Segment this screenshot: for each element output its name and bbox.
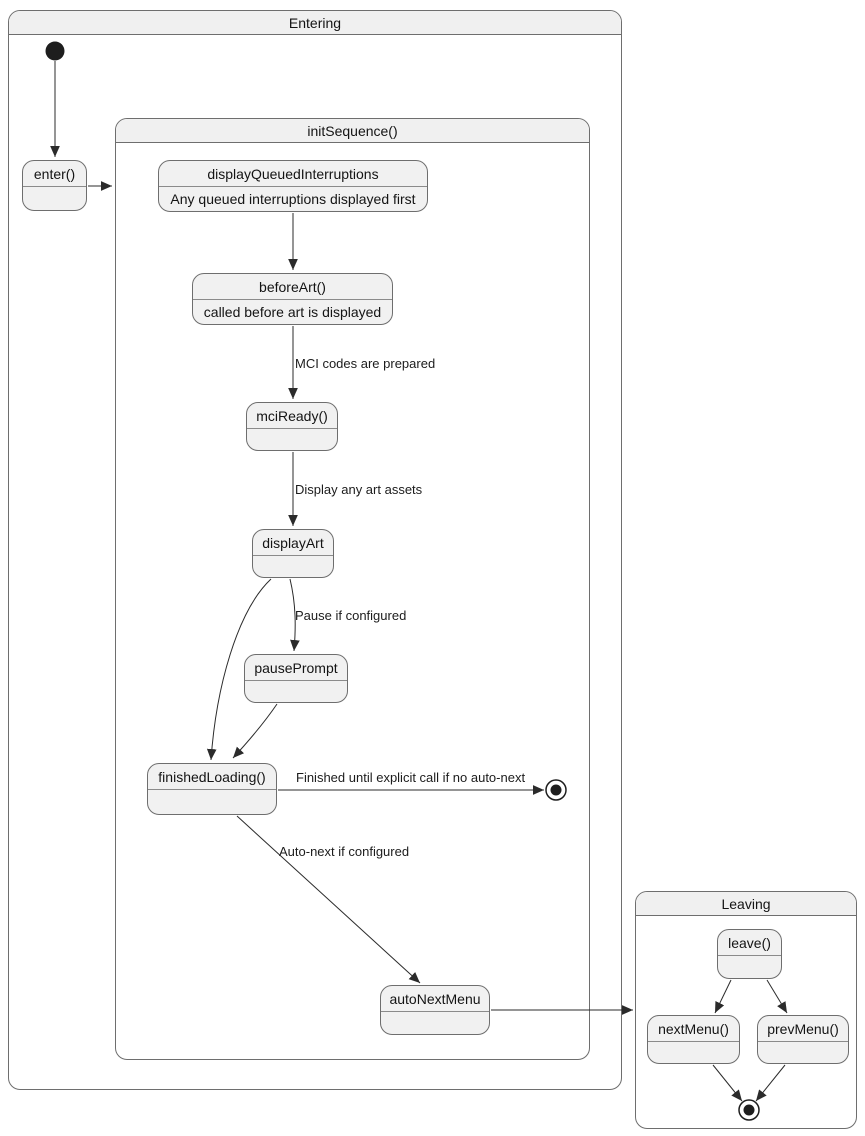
- state-leave-name: leave(): [718, 930, 781, 956]
- frame-init-sequence: initSequence(): [115, 118, 590, 1060]
- state-body: [381, 1012, 489, 1034]
- state-displayQueuedInterruptions: displayQueuedInterruptions Any queued in…: [158, 160, 428, 212]
- edge-label-mci-codes: MCI codes are prepared: [295, 356, 436, 371]
- state-beforeArt-name: beforeArt(): [193, 274, 392, 300]
- state-displayQueuedInterruptions-description: Any queued interruptions displayed first: [170, 191, 416, 207]
- state-body: [245, 681, 347, 702]
- state-body: [23, 187, 86, 210]
- state-nextMenu-name: nextMenu(): [648, 1016, 739, 1042]
- state-pausePrompt-name: pausePrompt: [245, 655, 347, 681]
- frame-init-sequence-title: initSequence(): [116, 119, 589, 143]
- frame-entering-title: Entering: [9, 11, 621, 35]
- state-mciReady-name: mciReady(): [247, 403, 337, 429]
- state-displayArt-name: displayArt: [253, 530, 333, 556]
- edge-label-auto-next-if-configured: Auto-next if configured: [279, 844, 410, 859]
- state-prevMenu-name: prevMenu(): [758, 1016, 848, 1042]
- state-body: [148, 790, 276, 814]
- state-autoNextMenu-name: autoNextMenu: [381, 986, 489, 1012]
- state-displayArt: displayArt: [252, 529, 334, 578]
- edge-label-pause-if-configured: Pause if configured: [295, 608, 407, 623]
- state-enter-name: enter(): [23, 161, 86, 187]
- state-finishedLoading-name: finishedLoading(): [148, 764, 276, 790]
- edge-label-display-assets: Display any art assets: [295, 482, 423, 497]
- state-enter: enter(): [22, 160, 87, 211]
- state-body: [247, 429, 337, 450]
- state-beforeArt: beforeArt() called before art is display…: [192, 273, 393, 325]
- state-finishedLoading: finishedLoading(): [147, 763, 277, 815]
- state-body: [758, 1042, 848, 1063]
- state-body: [253, 556, 333, 577]
- state-beforeArt-description: called before art is displayed: [203, 304, 382, 320]
- state-leave: leave(): [717, 929, 782, 979]
- state-autoNextMenu: autoNextMenu: [380, 985, 490, 1035]
- state-body: [648, 1042, 739, 1063]
- state-displayQueuedInterruptions-name: displayQueuedInterruptions: [159, 161, 427, 187]
- state-mciReady: mciReady(): [246, 402, 338, 451]
- frame-leaving: Leaving: [635, 891, 857, 1129]
- state-pausePrompt: pausePrompt: [244, 654, 348, 703]
- edge-label-finished-until-explicit: Finished until explicit call if no auto-…: [296, 770, 526, 785]
- state-nextMenu: nextMenu(): [647, 1015, 740, 1064]
- state-prevMenu: prevMenu(): [757, 1015, 849, 1064]
- frame-leaving-title: Leaving: [636, 892, 856, 916]
- state-body: [718, 956, 781, 978]
